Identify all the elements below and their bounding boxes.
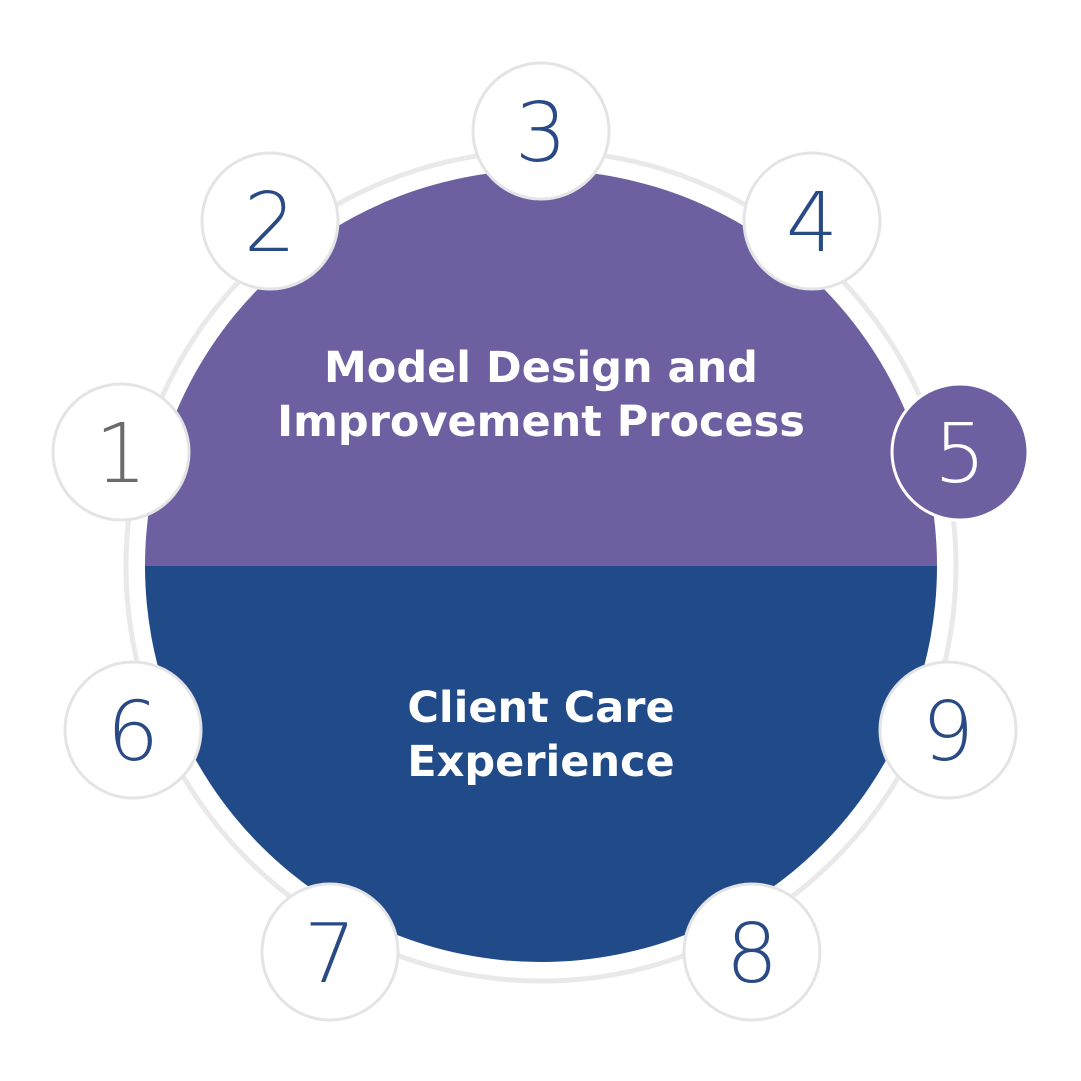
step-node-7[interactable]: 7	[260, 882, 400, 1022]
step-number-6: 6	[107, 685, 159, 780]
step-node-5[interactable]: 5	[890, 382, 1030, 522]
top-section-title-line-2: Improvement Process	[277, 397, 805, 447]
bottom-section-title-line-2: Experience	[407, 737, 674, 787]
step-number-8: 8	[726, 907, 778, 1002]
step-node-4[interactable]: 4	[742, 151, 882, 291]
step-number-2: 2	[244, 176, 296, 271]
step-node-6[interactable]: 6	[63, 660, 203, 800]
step-node-2[interactable]: 2	[200, 151, 340, 291]
step-number-1: 1	[95, 407, 147, 502]
step-number-3: 3	[515, 86, 567, 181]
step-node-1[interactable]: 1	[51, 382, 191, 522]
step-number-7: 7	[304, 907, 356, 1002]
step-node-9[interactable]: 9	[878, 660, 1018, 800]
top-half-segment[interactable]	[145, 170, 937, 962]
bottom-section-title-line-1: Client Care	[407, 683, 674, 733]
step-number-9: 9	[922, 685, 974, 780]
step-node-3[interactable]: 3	[471, 61, 611, 201]
step-node-8[interactable]: 8	[682, 882, 822, 1022]
step-number-4: 4	[786, 176, 838, 271]
step-number-5: 5	[934, 407, 986, 502]
top-section-title-line-1: Model Design and	[324, 343, 758, 393]
bottom-half-segment[interactable]	[145, 170, 937, 962]
